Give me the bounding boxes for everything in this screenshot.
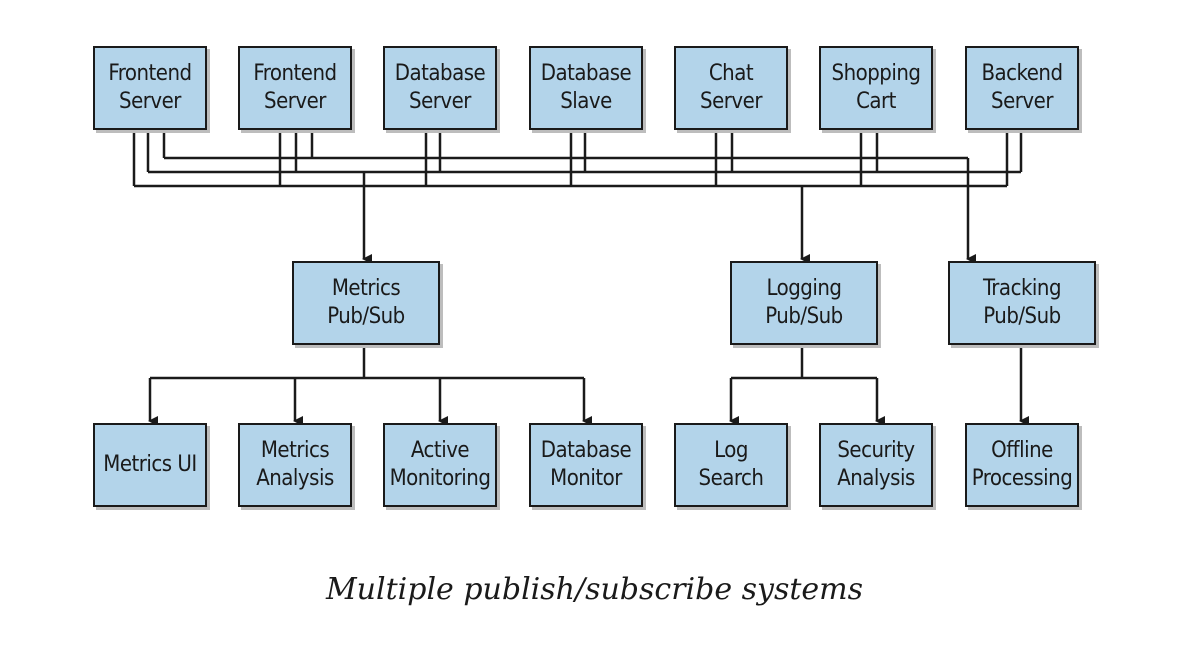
- node-chat-server: Chat Server: [674, 46, 788, 130]
- node-database-monitor: Database Monitor: [529, 423, 643, 507]
- node-tracking-pubsub: Tracking Pub/Sub: [948, 261, 1096, 345]
- node-label: Database Slave: [540, 61, 632, 114]
- node-metrics-ui: Metrics UI: [93, 423, 207, 507]
- node-label: Metrics Analysis: [256, 438, 334, 491]
- node-label: Shopping Cart: [831, 61, 921, 114]
- node-active-monitoring: Active Monitoring: [383, 423, 497, 507]
- node-label: Database Server: [394, 61, 486, 114]
- node-label: Security Analysis: [837, 438, 915, 491]
- node-label: Database Monitor: [540, 438, 632, 491]
- node-metrics-analysis: Metrics Analysis: [238, 423, 352, 507]
- node-label: Log Search: [698, 438, 764, 491]
- node-backend-server: Backend Server: [965, 46, 1079, 130]
- figure-caption: Multiple publish/subscribe systems: [325, 572, 864, 607]
- node-label: Active Monitoring: [389, 438, 491, 491]
- node-security-analysis: Security Analysis: [819, 423, 933, 507]
- node-frontend-server-2: Frontend Server: [238, 46, 352, 130]
- node-label: Backend Server: [981, 61, 1063, 114]
- node-frontend-server-1: Frontend Server: [93, 46, 207, 130]
- node-label: Metrics Pub/Sub: [327, 276, 405, 329]
- node-database-server: Database Server: [383, 46, 497, 130]
- node-metrics-pubsub: Metrics Pub/Sub: [292, 261, 440, 345]
- node-label: Frontend Server: [108, 61, 192, 114]
- node-label: Metrics UI: [103, 452, 197, 477]
- node-label: Logging Pub/Sub: [765, 276, 843, 329]
- node-label: Offline Processing: [971, 438, 1073, 491]
- node-database-slave: Database Slave: [529, 46, 643, 130]
- node-offline-processing: Offline Processing: [965, 423, 1079, 507]
- node-label: Frontend Server: [253, 61, 337, 114]
- node-logging-pubsub: Logging Pub/Sub: [730, 261, 878, 345]
- node-label: Tracking Pub/Sub: [982, 276, 1062, 329]
- node-label: Chat Server: [700, 61, 762, 114]
- node-log-search: Log Search: [674, 423, 788, 507]
- node-shopping-cart: Shopping Cart: [819, 46, 933, 130]
